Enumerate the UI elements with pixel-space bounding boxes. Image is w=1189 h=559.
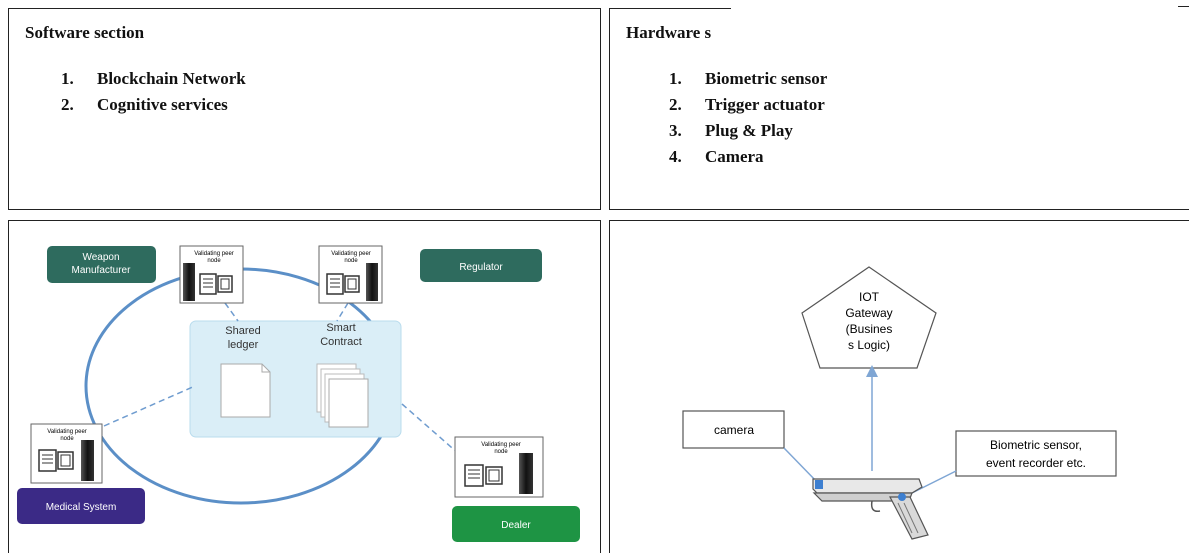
- validating-peer-node: Validating peer node: [318, 245, 383, 304]
- svg-text:Dealer: Dealer: [501, 520, 531, 531]
- regulator-box: Regulator: [420, 249, 542, 282]
- overlay-mask: [731, 0, 1189, 50]
- medical-system-box: Medical System: [17, 488, 145, 524]
- smart-contract-label: Contract: [320, 336, 362, 348]
- svg-text:Validating peer: Validating peer: [194, 251, 234, 257]
- shared-ledger-label: ledger: [228, 339, 259, 351]
- blockchain-diagram: Weapon Manufacturer Regulator Medical Sy…: [17, 245, 580, 542]
- hardware-section-title: Hardware s: [626, 23, 712, 42]
- shared-ledger-label: Shared: [225, 325, 260, 337]
- weapon-manufacturer-box: Weapon Manufacturer: [47, 246, 156, 283]
- svg-text:IOT: IOT: [859, 290, 880, 304]
- list-item: 1.Blockchain Network: [61, 69, 246, 88]
- svg-text:camera: camera: [714, 423, 754, 437]
- iot-diagram-panel: IOT Gateway (Busines s Logic) camera Bio…: [609, 220, 1189, 553]
- svg-text:node: node: [494, 449, 508, 455]
- validating-peer-node: Validating peer node: [454, 436, 544, 498]
- svg-text:Validating peer: Validating peer: [331, 251, 371, 257]
- svg-text:node: node: [207, 258, 221, 264]
- overlay-edge: [1178, 6, 1189, 7]
- list-item: 1.Biometric sensor: [669, 69, 828, 88]
- camera-node: camera: [682, 410, 785, 449]
- iot-diagram: IOT Gateway (Busines s Logic) camera Bio…: [682, 266, 1117, 540]
- software-panel: Software section 1.Blockchain Network 2.…: [8, 8, 601, 210]
- list-item: 2.Trigger actuator: [669, 95, 825, 114]
- biometric-sensor-node: Biometric sensor, event recorder etc.: [955, 430, 1117, 477]
- pistol-icon: [812, 478, 929, 540]
- svg-text:node: node: [60, 436, 74, 442]
- validating-peer-node: Validating peer node: [179, 245, 244, 304]
- svg-text:Regulator: Regulator: [459, 262, 503, 273]
- list-item: 2.Cognitive services: [61, 95, 228, 114]
- dealer-box: Dealer: [452, 506, 580, 542]
- smart-contract-label: Smart: [326, 322, 355, 334]
- svg-text:node: node: [344, 258, 358, 264]
- svg-text:(Busines: (Busines: [846, 322, 893, 336]
- svg-text:Validating peer: Validating peer: [481, 442, 521, 448]
- svg-text:Weapon: Weapon: [82, 252, 119, 263]
- software-section-title: Software section: [25, 23, 145, 42]
- validating-peer-node: Validating peer node: [30, 423, 103, 484]
- svg-text:Medical System: Medical System: [46, 502, 117, 513]
- list-item: 4.Camera: [669, 147, 764, 166]
- dashed-connectors: [103, 302, 460, 455]
- svg-text:Gateway: Gateway: [845, 306, 892, 320]
- svg-text:Validating peer: Validating peer: [47, 429, 87, 435]
- svg-text:Biometric sensor,: Biometric sensor,: [990, 438, 1082, 452]
- blockchain-diagram-panel: Weapon Manufacturer Regulator Medical Sy…: [8, 220, 601, 553]
- svg-text:event recorder etc.: event recorder etc.: [986, 456, 1086, 470]
- hardware-list: 1.Biometric sensor 2.Trigger actuator 3.…: [669, 66, 827, 170]
- list-item: 3.Plug & Play: [669, 121, 793, 140]
- camera-connector: [783, 447, 819, 484]
- iot-gateway-node: IOT Gateway (Busines s Logic): [801, 266, 937, 369]
- ledger-document-icon: [220, 363, 271, 418]
- software-list: 1.Blockchain Network 2.Cognitive service…: [61, 66, 246, 118]
- svg-text:s Logic): s Logic): [848, 338, 890, 352]
- svg-text:Manufacturer: Manufacturer: [72, 265, 132, 276]
- smart-contract-stack-icon: [316, 363, 369, 428]
